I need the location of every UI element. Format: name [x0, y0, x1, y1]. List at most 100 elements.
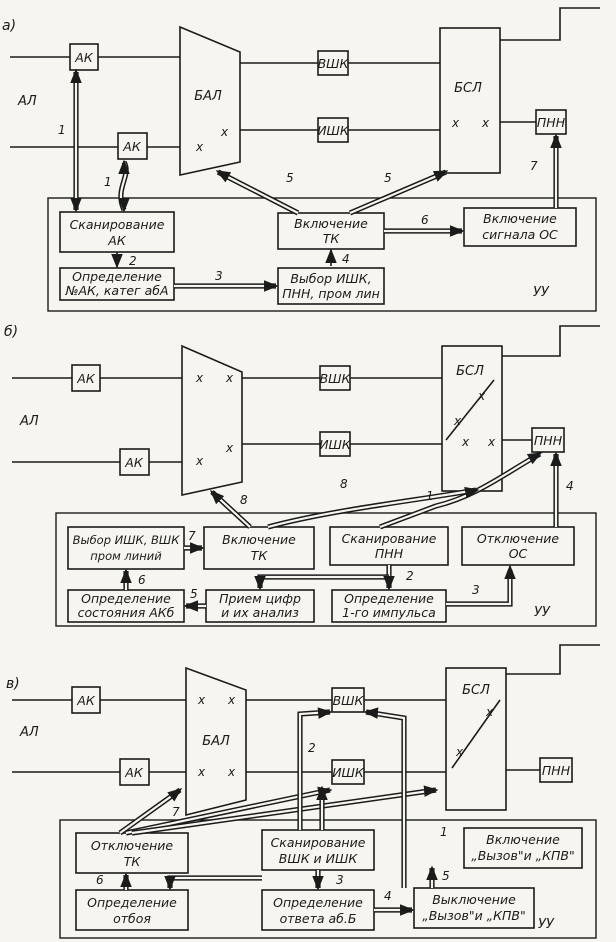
- step-1: 1: [426, 489, 434, 503]
- pnn-label: ПНН: [542, 763, 571, 778]
- select-ishk-line1: Выбор ИШК,: [290, 271, 371, 286]
- crosspoint-mark: x: [227, 765, 236, 779]
- crosspoint-mark: x: [227, 693, 236, 707]
- subscriber-line-label: АЛ: [19, 725, 39, 740]
- subscriber-kit-1: [69, 43, 99, 71]
- on-os-line2: сигнала ОС: [482, 227, 558, 242]
- ak-state-line2: состояния АКб: [78, 605, 175, 620]
- ishk-block: [331, 759, 365, 785]
- on-tk-line1: Включение: [222, 532, 296, 547]
- step-8b: 8: [340, 477, 348, 491]
- step-7: 7: [172, 805, 180, 819]
- step-5b: 5: [384, 171, 392, 185]
- first-pulse-line1: Определение: [344, 591, 434, 606]
- pnn-block: [531, 427, 565, 453]
- scan-pnn-line1: Сканирование: [342, 531, 437, 546]
- select-ishk-line2: ПНН, пром лин: [282, 286, 380, 301]
- select-lines-line1: Выбор ИШК, ВШК: [73, 533, 181, 547]
- crosspoint-mark: x: [453, 414, 462, 428]
- scan-pnn-line2: ПНН: [375, 546, 404, 561]
- step-1b: 1: [104, 175, 112, 189]
- subscriber-kit-2-label: АК: [124, 455, 144, 470]
- subscriber-kit-1: [71, 686, 101, 714]
- on-call-line1: Включение: [486, 832, 560, 847]
- vshk-label: ВШК: [320, 371, 352, 386]
- crosspoint-mark: x: [197, 765, 206, 779]
- pnn-label: ПНН: [534, 433, 563, 448]
- control-unit-label: УУ: [534, 605, 551, 620]
- subscriber-line-label: АЛ: [19, 414, 39, 429]
- ishk-label: ИШК: [332, 765, 365, 780]
- vshk-label: ВШК: [333, 693, 365, 708]
- on-tk-line2: ТК: [323, 231, 341, 246]
- select-lines-line2: пром линий: [90, 549, 162, 563]
- vshk-block: [331, 687, 365, 713]
- determine-ak-line1: Определение: [72, 269, 162, 284]
- crosspoint-mark: x: [197, 693, 206, 707]
- answer-line1: Определение: [273, 895, 363, 910]
- control-unit-label: УУ: [533, 285, 550, 300]
- bsl-block: [445, 667, 507, 811]
- step-5: 5: [442, 869, 450, 883]
- step-4: 4: [342, 252, 350, 266]
- off-os-box: [461, 526, 575, 566]
- step-8a: 8: [240, 493, 248, 507]
- step-5a: 5: [286, 171, 294, 185]
- subscriber-kit-2: [119, 448, 150, 476]
- step-5: 5: [190, 587, 198, 601]
- panel-c-label: в): [6, 676, 20, 692]
- crosspoint-mark: x: [455, 745, 464, 759]
- vshk-label: ВШК: [318, 56, 350, 71]
- scan-trunks-line2: ВШК и ИШК: [279, 851, 359, 866]
- step-6: 6: [96, 873, 104, 887]
- subscriber-kit-2: [117, 132, 148, 160]
- crosspoint-mark: x: [195, 454, 204, 468]
- crosspoint-mark: x: [451, 116, 460, 130]
- subscriber-kit-1-label: АК: [74, 50, 94, 65]
- off-os-line1: Отключение: [477, 531, 560, 546]
- bsl-label: БСЛ: [462, 683, 490, 698]
- double-arrows-c: [118, 709, 437, 913]
- crosspoint-mark: x: [195, 140, 204, 154]
- vshk-block: [319, 365, 351, 391]
- control-unit-a: [47, 197, 597, 312]
- ishk-block: [317, 117, 349, 143]
- vshk-block: [317, 50, 349, 76]
- scan-ak-line1: Сканирование: [70, 217, 165, 232]
- panel-b-label: б): [4, 324, 18, 340]
- crosspoint-mark: x: [195, 371, 204, 385]
- step-3: 3: [472, 583, 480, 597]
- off-call-line1: Выключение: [432, 892, 516, 907]
- on-os-line1: Включение: [483, 211, 557, 226]
- bal-block-label: БАЛ: [202, 734, 230, 749]
- control-unit-c: [59, 819, 597, 939]
- on-call-line2: „Вызов"и „КПВ": [471, 848, 575, 863]
- off-os-line2: ОС: [509, 546, 528, 561]
- step-7: 7: [530, 159, 538, 173]
- subscriber-line-label: АЛ: [17, 94, 37, 109]
- release-box: [75, 889, 189, 931]
- step-2: 2: [129, 254, 137, 268]
- off-tk-line1: Отключение: [91, 838, 174, 853]
- off-call-line2: „Вызов"и „КПВ": [422, 908, 526, 923]
- digit-receive-line2: и их анализ: [221, 605, 299, 620]
- subscriber-kit-1-label: АК: [76, 371, 96, 386]
- bsl-label: БСЛ: [456, 364, 484, 379]
- ishk-label: ИШК: [319, 437, 352, 452]
- step-3: 3: [215, 269, 223, 283]
- crosspoint-mark: x: [485, 705, 494, 719]
- subscriber-kit-2-label: АК: [122, 139, 142, 154]
- step-7: 7: [188, 529, 196, 543]
- determine-ak-line2: №АК, катег абА: [64, 283, 168, 298]
- bal-block: [179, 25, 241, 176]
- on-tk-line1: Включение: [294, 216, 368, 231]
- scan-ak-line2: АК: [107, 233, 127, 248]
- bsl-label: БСЛ: [454, 81, 482, 96]
- step-1a: 1: [58, 123, 66, 137]
- step-6: 6: [421, 213, 429, 227]
- ishk-block: [319, 431, 351, 457]
- off-tk-line2: ТК: [124, 854, 142, 869]
- first-pulse-line2: 1-го импульса: [342, 605, 436, 620]
- crosspoint-mark: x: [220, 125, 229, 139]
